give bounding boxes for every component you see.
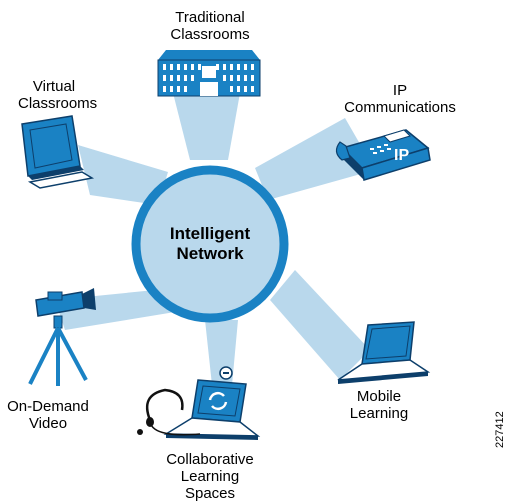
label-virtual-classrooms: Virtual Classrooms (18, 78, 98, 112)
ray-mobile (270, 270, 370, 380)
label-collab-line3: Spaces (184, 485, 236, 502)
label-traditional-line1: Traditional (175, 9, 245, 26)
building-icon (157, 50, 261, 97)
label-virtual-line1: Virtual (32, 78, 76, 95)
label-ondemand-line2: Video (28, 415, 68, 432)
label-traditional-classrooms: Traditional Classrooms (164, 9, 256, 43)
hub-label-line1: Intelligent (169, 224, 251, 243)
label-traditional-line2: Classrooms (170, 26, 250, 43)
hub-label-line2: Network (176, 244, 244, 263)
ray-traditional (173, 93, 240, 160)
hub-label: Intelligent Network (150, 224, 270, 264)
connection-rays (55, 93, 375, 385)
figure-id: 227412 (494, 411, 506, 448)
label-on-demand-video: On-Demand Video (6, 398, 90, 432)
ray-virtual (78, 145, 168, 205)
label-ip-line1: IP (392, 82, 408, 99)
label-collaborative-learning-spaces: Collaborative Learning Spaces (158, 451, 262, 502)
label-ip-line2: Communications (344, 99, 456, 116)
headset-icon (137, 388, 201, 436)
laptop-icon (337, 321, 431, 384)
ip-phone-icon (335, 129, 431, 181)
hub-circle (131, 165, 289, 323)
video-camera-icon (28, 288, 96, 386)
label-ip-communications: IP Communications (340, 82, 460, 116)
ip-badge: IP (394, 147, 409, 164)
collab-laptop-icon (163, 366, 261, 440)
monitor-icon (21, 115, 95, 189)
label-virtual-line2: Classrooms (18, 95, 98, 112)
label-mobile-line1: Mobile (356, 388, 402, 405)
label-mobile-learning: Mobile Learning (344, 388, 414, 422)
label-collab-line1: Collaborative (166, 451, 254, 468)
label-ondemand-line1: On-Demand (7, 398, 89, 415)
label-collab-line2: Learning (180, 468, 240, 485)
label-mobile-line2: Learning (349, 405, 409, 422)
ray-ip (255, 118, 375, 200)
